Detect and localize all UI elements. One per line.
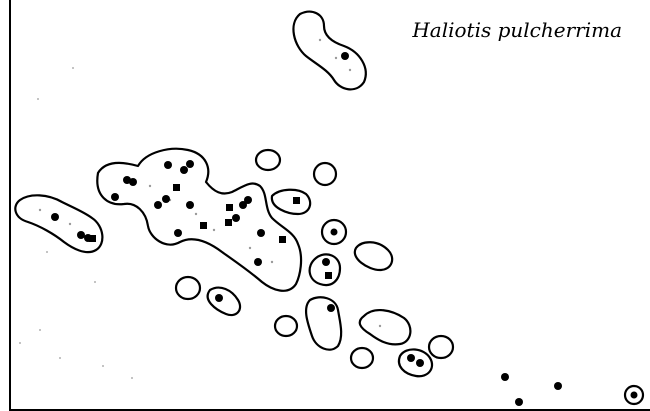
range-zone-small (397, 348, 434, 378)
texture-speck (38, 208, 42, 212)
specimen-dot (515, 398, 523, 406)
specimen-dot (330, 228, 338, 236)
specimen-square (89, 235, 96, 242)
specimen-dot (407, 354, 415, 362)
specimen-dot (186, 160, 194, 168)
specimen-dot (186, 201, 194, 209)
specimen-dot (416, 359, 424, 367)
range-zone-small (358, 309, 412, 346)
texture-speck (378, 324, 382, 328)
specimen-square (226, 204, 233, 211)
specimen-dot (554, 382, 562, 390)
range-zone-north (292, 10, 367, 91)
specimen-dot (77, 231, 85, 239)
range-zone-small (174, 275, 202, 301)
coast-speck (94, 281, 96, 283)
coast-speck (102, 365, 104, 367)
texture-speck (212, 228, 216, 232)
specimen-dot (244, 196, 252, 204)
specimen-dot (239, 201, 247, 209)
specimen-dot (254, 258, 262, 266)
range-zone-small (312, 161, 338, 187)
zone-texture (38, 38, 382, 328)
coast-speck (59, 357, 61, 359)
texture-speck (68, 222, 72, 226)
coastline-specks (19, 67, 133, 379)
texture-speck (148, 184, 152, 188)
range-zone-small (304, 296, 343, 351)
range-zone-small (254, 148, 282, 172)
range-zone-small (270, 188, 312, 216)
specimen-dot (111, 193, 119, 201)
coast-speck (37, 98, 39, 100)
coast-speck (19, 342, 21, 344)
specimen-square (225, 219, 232, 226)
specimen-dot (501, 373, 509, 381)
coast-speck (39, 329, 41, 331)
specimen-dot (164, 161, 172, 169)
specimen-markers-ringed (330, 228, 645, 406)
specimen-dot (257, 229, 265, 237)
range-zone-west (14, 194, 104, 254)
texture-speck (348, 68, 352, 72)
texture-speck (318, 38, 322, 42)
texture-speck (248, 246, 252, 250)
coast-speck (72, 67, 74, 69)
specimen-dot (322, 258, 330, 266)
ringed-specimen-dot (630, 391, 638, 399)
specimen-dot (327, 304, 335, 312)
specimen-dot (162, 195, 170, 203)
range-zone-small (353, 241, 394, 272)
specimen-dot (51, 213, 59, 221)
specimen-square (293, 197, 300, 204)
species-title: Haliotis pulcherrima (412, 18, 622, 42)
specimen-dot (174, 229, 182, 237)
specimen-square (200, 222, 207, 229)
specimen-dot (154, 201, 162, 209)
specimen-dot (232, 214, 240, 222)
specimen-square (173, 184, 180, 191)
specimen-dot (129, 178, 137, 186)
texture-speck (194, 212, 198, 216)
coast-speck (46, 251, 48, 253)
specimen-markers-square (89, 184, 332, 279)
range-zone-small (349, 346, 375, 370)
texture-speck (334, 56, 338, 60)
specimen-square (325, 272, 332, 279)
specimen-markers-circle (51, 52, 562, 406)
range-zone-main (96, 147, 303, 292)
specimen-dot (215, 294, 223, 302)
range-zone-small (273, 314, 299, 338)
range-zone-small (308, 253, 342, 287)
range-zone-small (427, 334, 455, 360)
range-zone-small (206, 286, 242, 317)
specimen-dot (341, 52, 349, 60)
texture-speck (270, 260, 274, 264)
coast-speck (131, 377, 133, 379)
specimen-square (279, 236, 286, 243)
specimen-dot (180, 166, 188, 174)
